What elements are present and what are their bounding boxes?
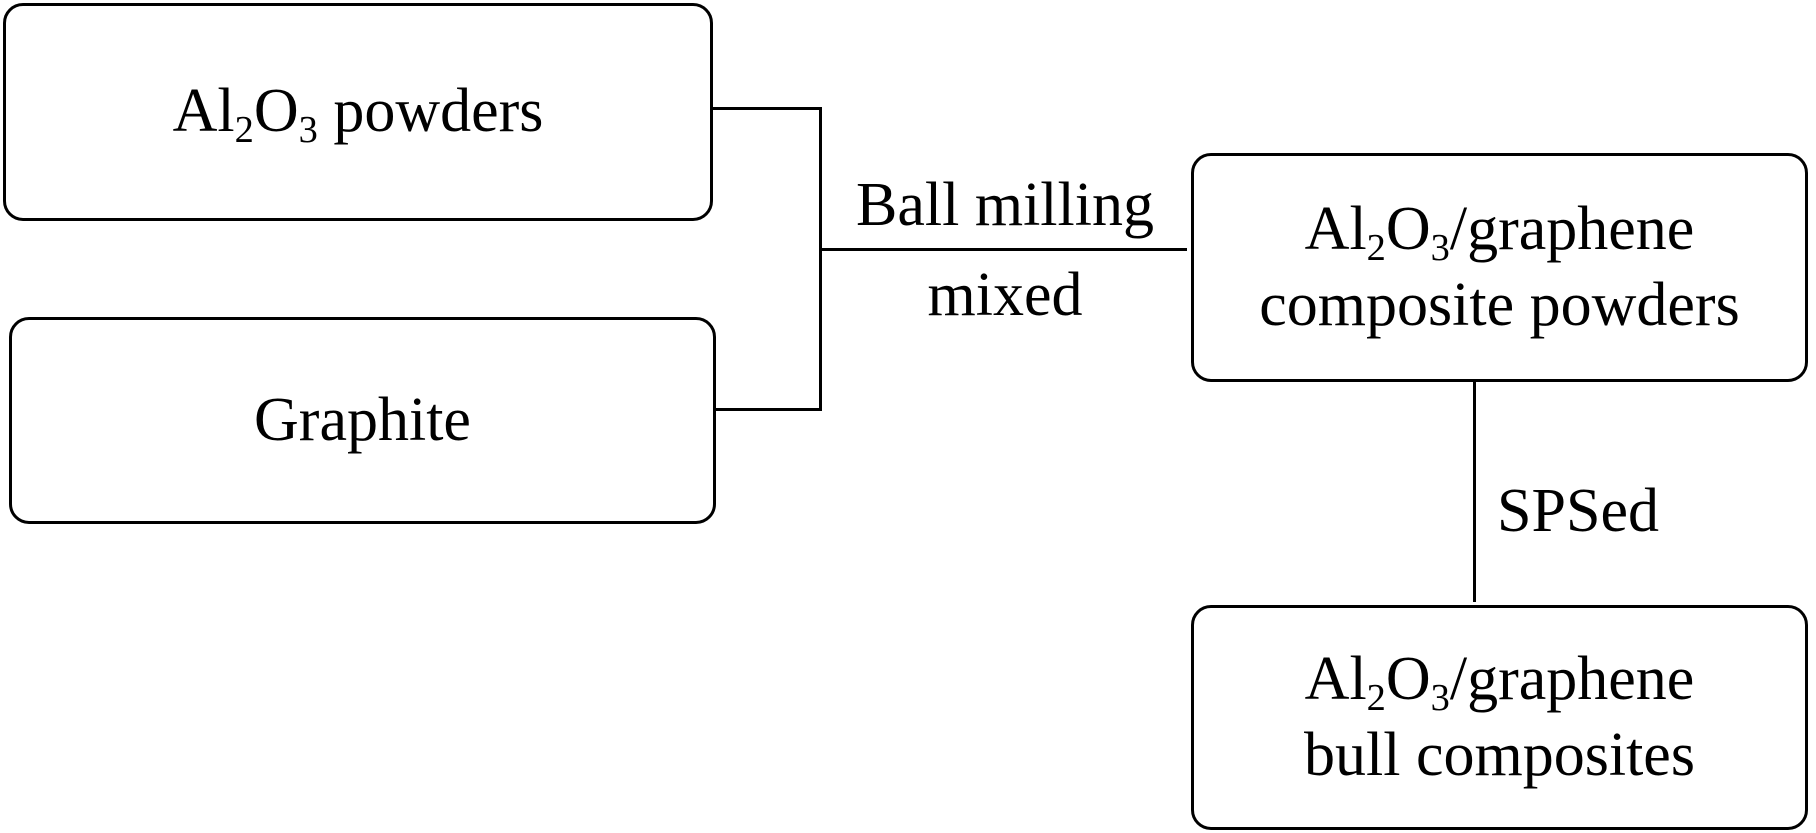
node-composite-powders-line1: Al2O3/graphene (1304, 194, 1695, 269)
connector-merge-vertical (819, 107, 822, 411)
node-bulk-composites-line1: Al2O3/graphene (1304, 644, 1695, 719)
connector-to-composite-powders (819, 248, 1187, 251)
connector-to-bulk-composites (1473, 382, 1476, 602)
connector-al2o3-out (712, 107, 822, 110)
node-composite-powders: Al2O3/graphene composite powders (1191, 153, 1808, 382)
node-al2o3-powders-label: Al2O3 powders (172, 77, 544, 151)
edge-label-ball-milling-line1: Ball milling (856, 171, 1154, 239)
node-graphite: Graphite (9, 317, 716, 524)
node-graphite-label: Graphite (254, 385, 471, 454)
node-composite-powders-line2: composite powders (1259, 270, 1740, 339)
connector-graphite-out (716, 408, 822, 411)
edge-label-sps: SPSed (1497, 477, 1659, 545)
node-bulk-composites-line2: bull composites (1304, 720, 1695, 789)
edge-label-ball-milling-line2: mixed (927, 261, 1083, 329)
node-al2o3-powders: Al2O3 powders (3, 3, 713, 221)
node-bulk-composites: Al2O3/graphene bull composites (1191, 605, 1808, 830)
edge-label-mixed: mixed (830, 258, 1180, 334)
edge-label-ball-milling: Ball milling (830, 168, 1180, 244)
